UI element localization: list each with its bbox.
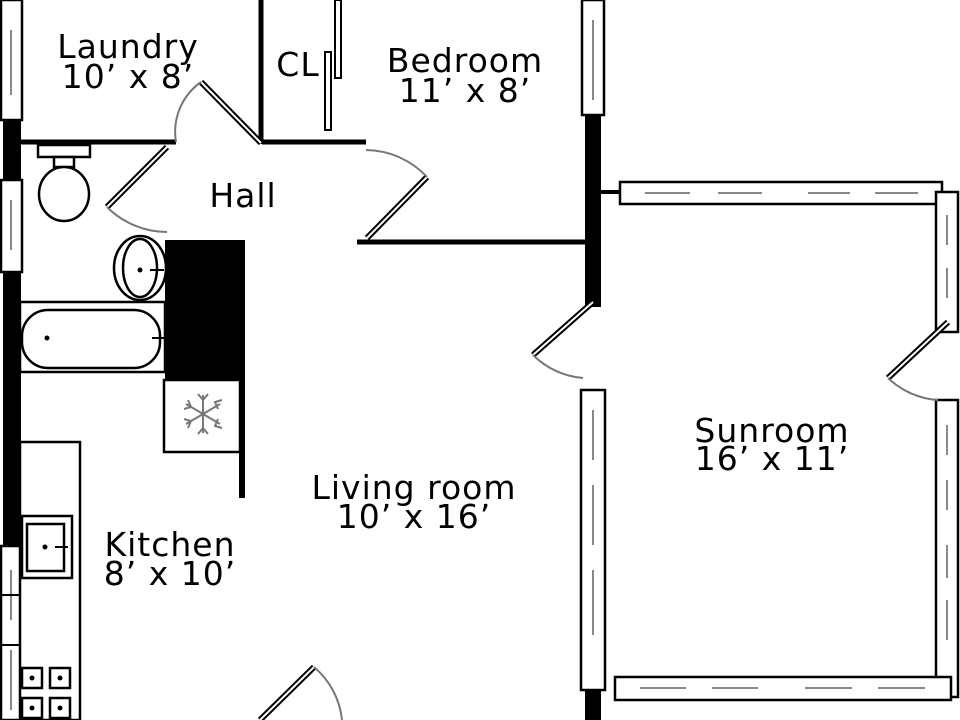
bedroom-label: Bedroom (387, 41, 543, 80)
living-room-label: Living room (312, 468, 517, 507)
toilet-icon (36, 143, 92, 223)
middle-wall (579, 0, 607, 720)
laundry-door[interactable] (174, 79, 264, 146)
bathroom-sink-icon (112, 234, 168, 302)
refrigerator (162, 378, 242, 454)
left-exterior-wall (0, 0, 24, 720)
sunroom-door[interactable] (531, 299, 595, 379)
hall-label: Hall (209, 176, 276, 215)
stove-icon (20, 666, 72, 720)
sunroom-label: Sunroom (694, 411, 849, 450)
interior-walls (20, 0, 622, 498)
sunroom-size: 16’ x 11’ (695, 439, 849, 478)
kitchen-size: 8’ x 10’ (104, 554, 236, 593)
kitchen-counter (18, 440, 82, 720)
sunroom-side-door[interactable] (885, 319, 951, 401)
kitchen-label: Kitchen (104, 525, 235, 564)
laundry-label: Laundry (57, 27, 198, 66)
bathtub-icon (18, 300, 167, 374)
bathroom-door[interactable] (104, 144, 170, 233)
living-room-size: 10’ x 16’ (337, 497, 491, 536)
laundry-size: 10’ x 8’ (62, 57, 194, 96)
bedroom-size: 11’ x 8’ (399, 71, 531, 110)
front-door[interactable] (257, 664, 343, 720)
closet-label: CL (276, 45, 319, 84)
bedroom-door[interactable] (364, 149, 430, 241)
sunroom-windows (613, 180, 960, 702)
closet-sliding-doors[interactable] (324, 0, 342, 131)
snowflake-icon (183, 393, 223, 435)
kitchen-sink-icon (20, 514, 74, 580)
